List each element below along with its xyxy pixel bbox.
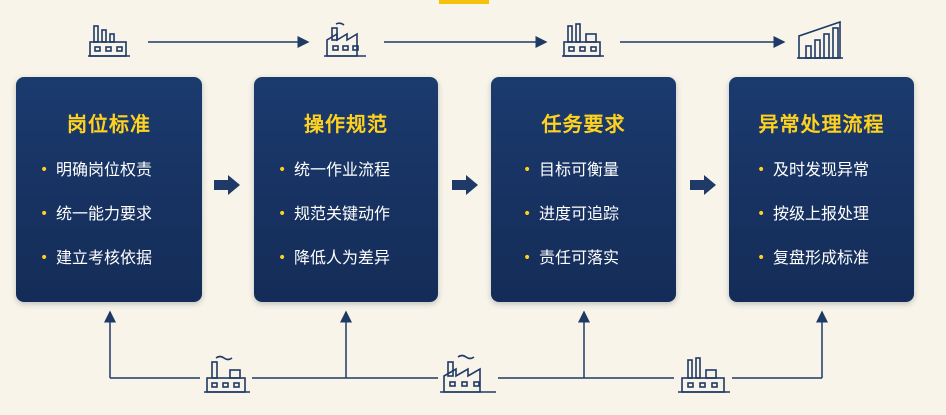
list-item: • 统一作业流程 <box>278 159 438 203</box>
list-item-label: 责任可落实 <box>539 248 620 267</box>
card-arrow-3 <box>690 175 716 195</box>
bullet-icon: • <box>523 206 532 222</box>
bullet-icon: • <box>40 162 49 178</box>
list-item-label: 目标可衡量 <box>539 160 620 179</box>
list-item: • 降低人为差异 <box>278 247 438 291</box>
bullet-icon: • <box>757 206 766 222</box>
list-item: • 规范关键动作 <box>278 203 438 247</box>
list-item: • 明确岗位权责 <box>40 159 202 203</box>
list-item: • 复盘形成标准 <box>757 247 914 291</box>
factory-icon <box>676 352 732 400</box>
bullet-icon: • <box>40 206 49 222</box>
card-item-list: • 统一作业流程 • 规范关键动作 • 降低人为差异 <box>254 159 438 291</box>
list-item: • 建立考核依据 <box>40 247 202 291</box>
card-arrow-2 <box>452 175 478 195</box>
list-item-label: 及时发现异常 <box>773 160 870 179</box>
factory-icon <box>324 22 366 57</box>
list-item: • 统一能力要求 <box>40 203 202 247</box>
bullet-icon: • <box>278 206 287 222</box>
top-accent-bar <box>439 0 489 4</box>
card-job-standards: 岗位标准 • 明确岗位权责 • 统一能力要求 • 建立考核依据 <box>16 77 202 302</box>
factory-icon <box>88 25 130 57</box>
list-item-label: 进度可追踪 <box>539 204 620 223</box>
card-arrow-1 <box>214 175 240 195</box>
bullet-icon: • <box>278 250 287 266</box>
card-item-list: • 明确岗位权责 • 统一能力要求 • 建立考核依据 <box>16 159 202 291</box>
list-item: • 责任可落实 <box>523 247 676 291</box>
list-item-label: 复盘形成标准 <box>773 248 870 267</box>
list-item-label: 降低人为差异 <box>294 248 391 267</box>
list-item-label: 统一能力要求 <box>56 204 153 223</box>
list-item-label: 统一作业流程 <box>294 160 391 179</box>
factory-icon <box>562 23 604 57</box>
growth-chart-icon <box>797 20 843 59</box>
list-item-label: 规范关键动作 <box>294 204 391 223</box>
card-operation-specs: 操作规范 • 统一作业流程 • 规范关键动作 • 降低人为差异 <box>254 77 438 302</box>
factory-icon <box>438 352 498 400</box>
list-item: • 及时发现异常 <box>757 159 914 203</box>
bullet-icon: • <box>523 162 532 178</box>
card-item-list: • 目标可衡量 • 进度可追踪 • 责任可落实 <box>491 159 676 291</box>
list-item: • 进度可追踪 <box>523 203 676 247</box>
card-item-list: • 及时发现异常 • 按级上报处理 • 复盘形成标准 <box>729 159 914 291</box>
list-item-label: 明确岗位权责 <box>56 160 153 179</box>
card-exception-handling: 异常处理流程 • 及时发现异常 • 按级上报处理 • 复盘形成标准 <box>729 77 914 302</box>
bullet-icon: • <box>757 162 766 178</box>
list-item: • 目标可衡量 <box>523 159 676 203</box>
bullet-icon: • <box>40 250 49 266</box>
card-title: 任务要求 <box>541 112 626 136</box>
factory-icon <box>202 352 252 400</box>
card-task-requirements: 任务要求 • 目标可衡量 • 进度可追踪 • 责任可落实 <box>491 77 676 302</box>
bullet-icon: • <box>757 250 766 266</box>
card-title: 操作规范 <box>304 112 388 136</box>
bullet-icon: • <box>278 162 287 178</box>
card-title: 岗位标准 <box>67 112 151 136</box>
card-title: 异常处理流程 <box>758 112 885 136</box>
bullet-icon: • <box>523 250 532 266</box>
list-item: • 按级上报处理 <box>757 203 914 247</box>
list-item-label: 按级上报处理 <box>773 204 870 223</box>
list-item-label: 建立考核依据 <box>56 248 153 267</box>
